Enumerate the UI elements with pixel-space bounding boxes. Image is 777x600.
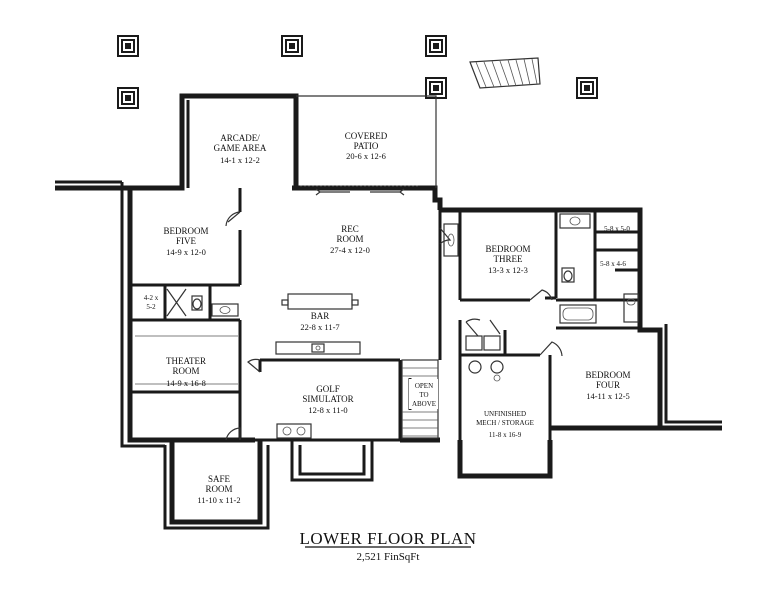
column-pier <box>281 35 303 57</box>
room-label-closet-b: 5-8 x 4-6 <box>600 260 626 268</box>
room-name: BEDROOM <box>485 244 530 254</box>
exterior-stair <box>469 57 541 89</box>
open-to-above-text: OPEN <box>415 382 433 390</box>
room-dimensions: 14-1 x 12-2 <box>220 155 260 165</box>
room-name: REC <box>341 224 359 234</box>
column-pier <box>425 35 447 57</box>
room-name: ARCADE/ <box>220 133 260 143</box>
plan-subtitle: 2,521 FinSqFt <box>357 551 420 563</box>
interior-stair <box>401 359 439 439</box>
room-label-closet-a: 5-8 x 5-0 <box>604 225 630 233</box>
room-label-open-to-above: OPEN TO ABOVE <box>409 379 438 409</box>
room-name: THEATER <box>166 356 206 366</box>
room-label-bedroom-five: BEDROOM FIVE 14-9 x 12-0 <box>163 226 208 257</box>
room-name: ROOM <box>205 484 232 494</box>
room-label-rec-room: REC ROOM 27-4 x 12-0 <box>330 224 370 255</box>
room-dimensions: 13-3 x 12-3 <box>488 265 528 275</box>
room-label-patio: COVERED PATIO 20-6 x 12-6 <box>345 131 388 161</box>
room-dimensions: 5-8 x 4-6 <box>600 260 626 268</box>
room-name: FIVE <box>176 236 197 246</box>
room-name: BAR <box>311 311 330 321</box>
plan-title: LOWER FLOOR PLAN <box>299 529 476 548</box>
room-dimensions: 11-10 x 11-2 <box>197 495 240 505</box>
room-label-theater: THEATER ROOM 14-9 x 16-8 <box>166 356 206 388</box>
open-to-above-text: TO <box>419 391 428 399</box>
column-pier <box>576 77 598 99</box>
room-dimensions: 20-6 x 12-6 <box>346 151 386 161</box>
columns <box>117 35 598 109</box>
room-dimensions: 14-9 x 12-0 <box>166 247 206 257</box>
room-label-golf: GOLF SIMULATOR 12-8 x 11-0 <box>302 384 353 415</box>
door-swings <box>225 211 563 441</box>
column-pier <box>425 77 447 99</box>
room-label-mech: UNFINISHED MECH / STORAGE 11-8 x 16-9 <box>476 410 534 439</box>
room-label-bar: BAR 22-8 x 11-7 <box>300 311 339 332</box>
room-label-safe-room: SAFE ROOM 11-10 x 11-2 <box>197 474 240 505</box>
room-name: COVERED <box>345 131 388 141</box>
room-label-bedroom-three: BEDROOM THREE 13-3 x 12-3 <box>485 244 530 275</box>
open-to-above-text: ABOVE <box>412 400 436 408</box>
patio-outline <box>296 95 437 196</box>
room-dimensions: 5-2 <box>146 303 156 311</box>
room-name: ROOM <box>172 366 199 376</box>
room-dimensions: 27-4 x 12-0 <box>330 245 370 255</box>
room-name: SAFE <box>208 474 231 484</box>
room-dimensions: 14-9 x 16-8 <box>166 378 206 388</box>
room-dimensions: 4-2 x <box>144 294 159 302</box>
room-dimensions: 14-11 x 12-5 <box>586 391 630 401</box>
column-pier <box>117 87 139 109</box>
room-dimensions: 12-8 x 11-0 <box>308 405 347 415</box>
room-name: GAME AREA <box>214 143 267 153</box>
fixtures <box>135 213 639 439</box>
room-label-bedroom-four: BEDROOM FOUR 14-11 x 12-5 <box>585 370 630 401</box>
room-name: BEDROOM <box>163 226 208 236</box>
room-name: GOLF <box>316 384 340 394</box>
room-label-bath-closet: 4-2 x 5-2 <box>144 294 159 311</box>
room-label-arcade: ARCADE/ GAME AREA 14-1 x 12-2 <box>214 133 267 165</box>
exterior-walls <box>55 93 722 530</box>
column-pier <box>117 35 139 57</box>
room-name: SIMULATOR <box>302 394 353 404</box>
room-name: THREE <box>494 254 523 264</box>
room-name: ROOM <box>336 234 363 244</box>
room-name: BEDROOM <box>585 370 630 380</box>
room-dimensions: 11-8 x 16-9 <box>489 431 522 439</box>
room-name: UNFINISHED <box>484 410 526 418</box>
room-dimensions: 5-8 x 5-0 <box>604 225 630 233</box>
plan-title-block: LOWER FLOOR PLAN 2,521 FinSqFt <box>299 529 476 563</box>
room-name: MECH / STORAGE <box>476 419 534 427</box>
room-name: FOUR <box>596 380 620 390</box>
room-dimensions: 22-8 x 11-7 <box>300 322 339 332</box>
room-name: PATIO <box>354 141 379 151</box>
